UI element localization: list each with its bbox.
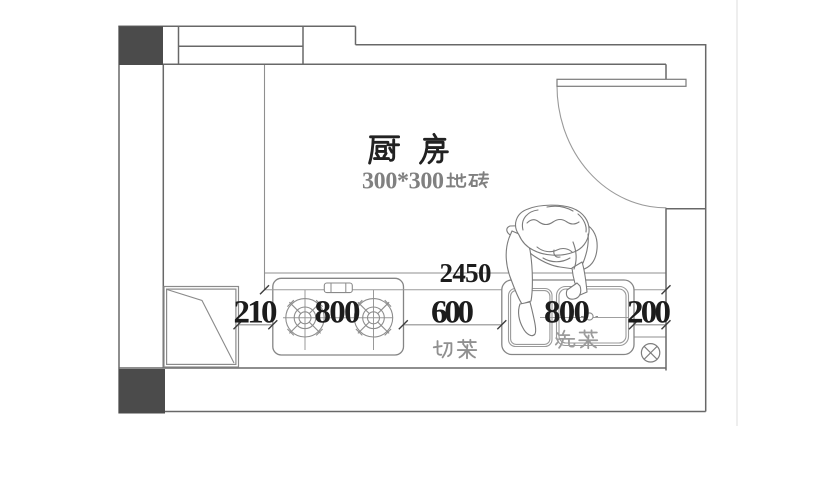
- svg-text:600: 600: [431, 295, 474, 331]
- svg-text:800: 800: [315, 295, 361, 331]
- svg-text:300*300: 300*300: [362, 169, 444, 195]
- svg-text:210: 210: [234, 295, 278, 331]
- svg-text:800: 800: [544, 295, 590, 331]
- svg-text:2450: 2450: [440, 258, 492, 288]
- svg-text:200: 200: [627, 295, 671, 331]
